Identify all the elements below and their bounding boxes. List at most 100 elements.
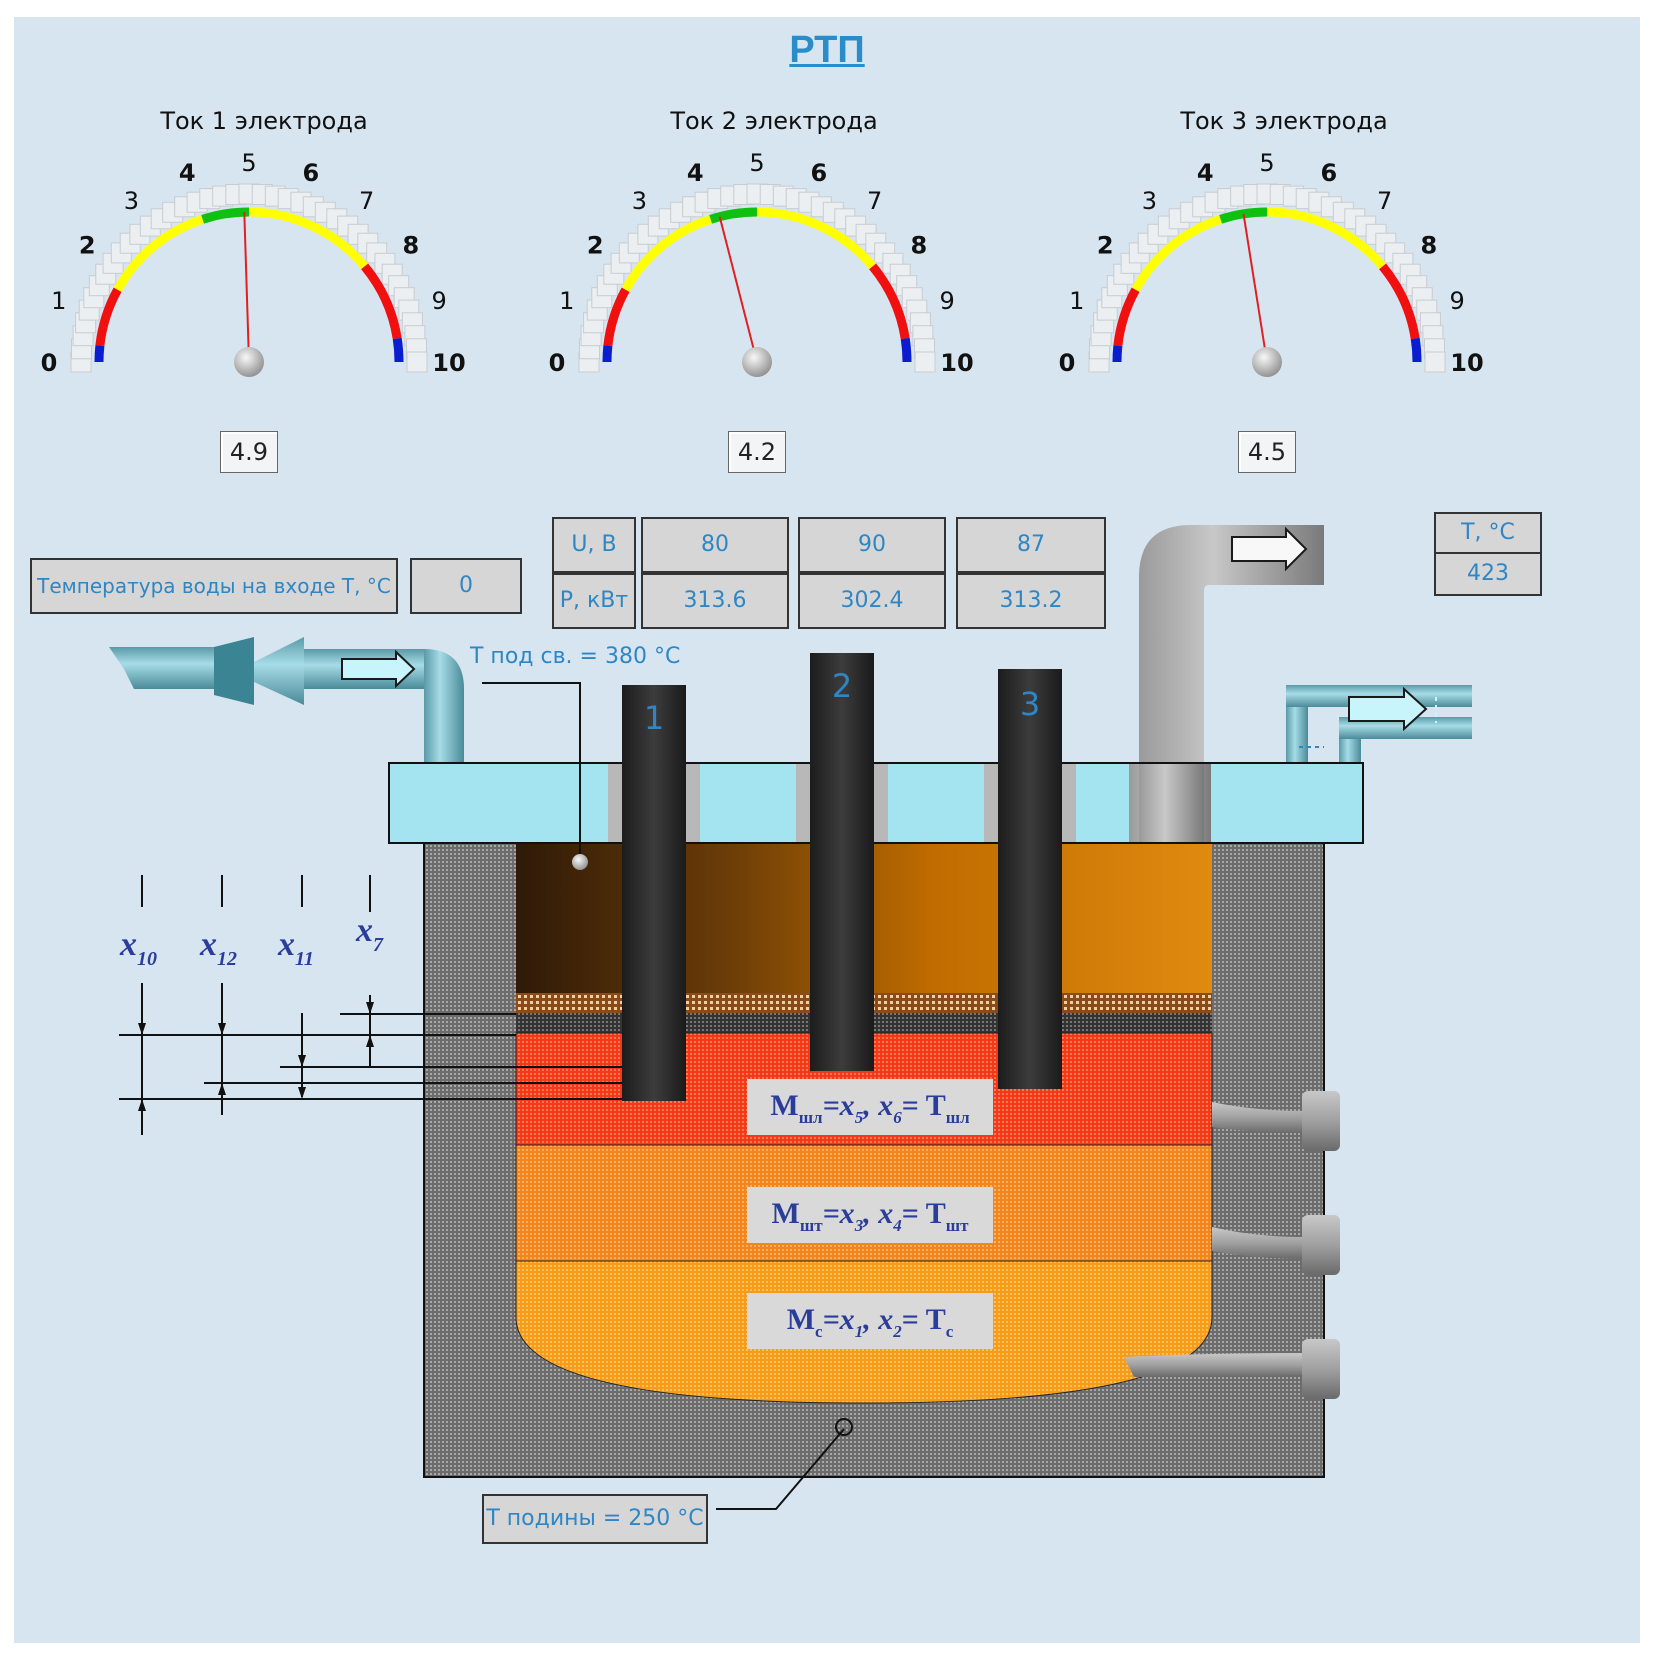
gauge-tick-label: 0 (1059, 349, 1076, 377)
gauge-color-band (709, 207, 758, 224)
gauge-tick-label: 0 (549, 349, 566, 377)
gauge-tick-label: 5 (749, 149, 764, 177)
gauge-tick-label: 1 (51, 287, 66, 315)
gauge-tick-label: 5 (241, 149, 256, 177)
layer-label-slag: Mшл=x5, x6= Tшл (747, 1079, 993, 1135)
exhaust-temp-value[interactable]: 423 (1434, 552, 1542, 596)
gauge-color-band (869, 263, 910, 340)
layer-label-matte: Mшт=x3, x4= Tшт (747, 1187, 993, 1243)
gauge-tick-label: 5 (1259, 149, 1274, 177)
gauge-needle-hub (742, 347, 772, 377)
gauge-color-band (621, 215, 713, 292)
gauge-tick-label: 9 (432, 287, 447, 315)
electrode-3-label: 3 (1020, 685, 1040, 723)
power-electrode-1[interactable]: 313.6 (641, 573, 789, 629)
tap-holes (1124, 1091, 1340, 1399)
gauge-tick-label: 2 (79, 231, 96, 259)
roof-temp-label: T под св. = 380 °C (470, 644, 681, 669)
power-electrode-2[interactable]: 302.4 (798, 573, 946, 629)
gauge-color-band (392, 337, 404, 363)
gauge-color-band (1113, 287, 1140, 347)
gauge-color-band (602, 345, 613, 363)
furnace-panel: РТП Ток 1 электрода Ток 2 электрода Ток … (14, 17, 1640, 1643)
svg-text:Mшл=x5, x6= Tшл: Mшл=x5, x6= Tшл (770, 1089, 970, 1127)
gauge-tick-label: 10 (1450, 349, 1483, 377)
svg-text:x11: x11 (277, 926, 314, 970)
gauge-color-band (94, 345, 105, 363)
gauge-tick-label: 6 (810, 159, 827, 187)
gauge-tick-label: 4 (687, 159, 704, 187)
gauge-2-title: Ток 2 электрода (670, 107, 878, 135)
gauge-color-band (201, 207, 250, 224)
x10-subscript: 10 (137, 948, 157, 970)
gauge-needle-hub (234, 347, 264, 377)
layer-label-metal: Mс=x1, x2= Tс (747, 1293, 993, 1349)
gauge-color-band (361, 263, 402, 340)
page-title[interactable]: РТП (789, 29, 865, 71)
exhaust-temp-label: T, °C (1434, 512, 1542, 554)
power-electrode-3[interactable]: 313.2 (956, 573, 1106, 629)
gauge-3-title: Ток 3 электрода (1180, 107, 1388, 135)
voltage-electrode-2[interactable]: 90 (798, 517, 946, 573)
dimension-arrows (138, 1002, 374, 1111)
power-label: P, кВт (552, 573, 636, 629)
gauge-tick-label: 3 (632, 187, 647, 215)
gauge-tick-label: 7 (1377, 187, 1392, 215)
valve-right (254, 637, 304, 705)
gauge-color-band (1112, 345, 1123, 363)
cooling-outlet-pipe (1286, 685, 1472, 763)
gauge-scale-cell (406, 351, 428, 373)
gauge-needle (243, 212, 250, 363)
gauge-color-band (1266, 207, 1387, 270)
hearth-temp-label: T подины = 250 °C (482, 1494, 708, 1544)
gauge-tick-label: 7 (867, 187, 882, 215)
gauge-tick-label: 9 (940, 287, 955, 315)
gauge-tick-label: 3 (1142, 187, 1157, 215)
x12-subscript: 12 (217, 948, 237, 970)
water-temp-value[interactable]: 0 (410, 558, 522, 614)
water-temp-label: Температура воды на входе T, °C (30, 558, 398, 614)
voltage-electrode-3[interactable]: 87 (956, 517, 1106, 573)
x7-symbol: x (355, 912, 373, 949)
water-inlet-pipe (109, 637, 464, 762)
gauge-tick-label: 8 (910, 231, 927, 259)
gauge-color-band (248, 207, 369, 270)
gauge-tick-label: 0 (41, 349, 58, 377)
gauge-color-band (756, 207, 877, 270)
voltage-electrode-1[interactable]: 80 (641, 517, 789, 573)
valve-left (214, 637, 254, 705)
svg-text:x10: x10 (119, 926, 157, 970)
gauge-tick-label: 9 (1450, 287, 1465, 315)
gauge-1-title: Ток 1 электрода (160, 107, 368, 135)
svg-text:Mшт=x3, x4= Tшт: Mшт=x3, x4= Tшт (772, 1197, 970, 1235)
gauge-needle-hub (1252, 347, 1282, 377)
gauge-tick-label: 1 (1069, 287, 1084, 315)
gauge-tick-label: 4 (1197, 159, 1214, 187)
gauge-color-band (95, 287, 122, 347)
x12-symbol: x (199, 926, 217, 963)
x10-symbol: x (119, 926, 137, 963)
gauge-color-band (113, 215, 205, 292)
electrode-2-label: 2 (832, 667, 852, 705)
x11-symbol: x (277, 926, 295, 963)
gauge-scale-cell (1424, 351, 1446, 373)
gauge-scale-cell (914, 351, 936, 373)
gauge-tick-label: 2 (587, 231, 604, 259)
gauge-color-band (1379, 263, 1420, 340)
gauge-2-value: 4.2 (728, 431, 786, 473)
gauge-tick-label: 6 (302, 159, 319, 187)
gauge-color-band (1131, 215, 1223, 292)
svg-text:Mс=x1, x2= Tс: Mс=x1, x2= Tс (787, 1303, 954, 1341)
x7-subscript: 7 (373, 934, 384, 956)
gauge-color-band (900, 337, 912, 363)
gauge-tick-label: 8 (1420, 231, 1437, 259)
gauge-color-band (603, 287, 630, 347)
gauge-3-value: 4.5 (1238, 431, 1296, 473)
svg-text:x7: x7 (355, 912, 384, 956)
gauge-tick-label: 2 (1097, 231, 1114, 259)
gauge-1-value: 4.9 (220, 431, 278, 473)
